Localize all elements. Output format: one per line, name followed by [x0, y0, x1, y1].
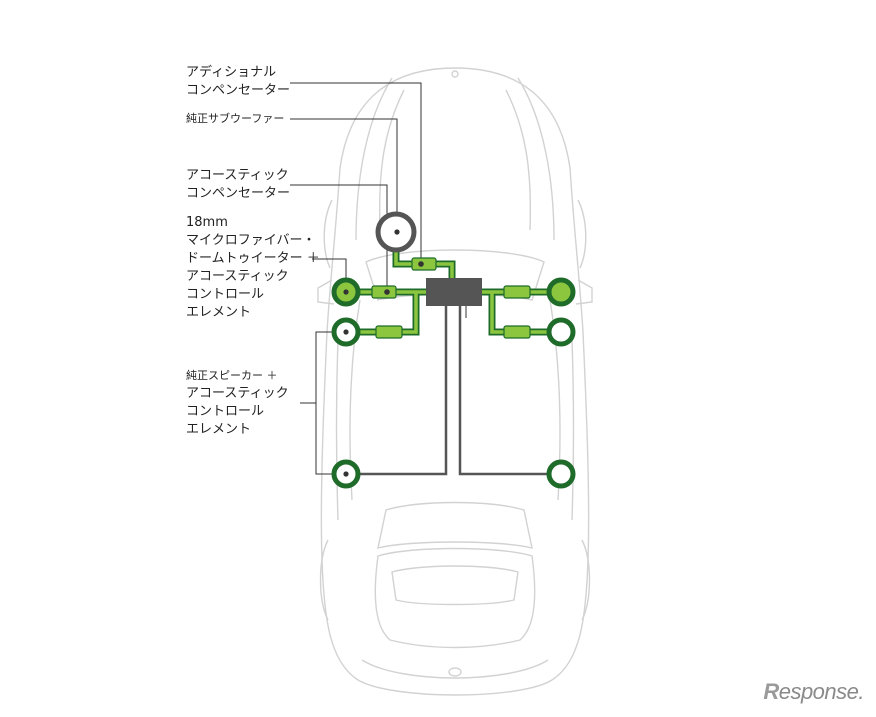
module-dots — [384, 261, 424, 295]
speaker-door-left — [331, 317, 361, 347]
speaker-front-right-tweeter — [546, 277, 576, 307]
label-tweeter-group: 18mm マイクロファイバー・ ドームトゥイーター ＋ アコースティック コント… — [186, 215, 320, 320]
compensator-modules — [371, 257, 531, 339]
mirror-right — [575, 279, 593, 305]
wheel-arch-front-left — [323, 199, 333, 269]
subwoofer-center-dot — [394, 229, 400, 235]
hood-line-left — [355, 77, 393, 241]
trunk-outline — [374, 547, 536, 649]
rear-bumper — [361, 659, 549, 679]
wire-door-right-inner — [490, 292, 551, 334]
leader-acoustic-compensator — [290, 184, 388, 292]
car-body — [320, 67, 590, 696]
cable-rear-left — [357, 305, 448, 476]
door-line-left — [335, 339, 339, 521]
dot-additional-compensator — [418, 261, 424, 267]
hood-emblem — [451, 70, 459, 78]
trunk-inner — [391, 565, 519, 606]
label-speaker-group: 純正スピーカー ＋ アコースティック コントロール エレメント — [186, 369, 289, 437]
mirror-left — [317, 279, 335, 305]
label-acoustic-compensator: アコースティック コンペンセーター — [186, 168, 291, 201]
wheel-arch-rear-left — [319, 539, 329, 621]
label-genuine-subwoofer: 純正サブウーファー — [186, 112, 285, 125]
cable-rear-right — [458, 305, 550, 476]
speaker-cables — [357, 305, 550, 476]
amplifier-unit — [426, 278, 482, 306]
speaker-door-right — [546, 317, 576, 347]
wheel-arch-front-right — [577, 199, 587, 269]
hood-inner-right — [505, 89, 532, 231]
rear-emblem — [448, 667, 462, 677]
compensator-front-right — [503, 285, 531, 299]
hood-line-right — [517, 77, 555, 241]
response-logo: Response. — [763, 679, 864, 704]
rear-window — [377, 501, 533, 549]
door-line-right — [571, 339, 575, 521]
car-outline — [317, 67, 593, 696]
compensator-front-left — [371, 285, 397, 299]
dot-acoustic-compensator — [384, 289, 390, 295]
compensator-door-left — [375, 325, 403, 339]
speaker-front-left-tweeter — [331, 277, 361, 307]
leader-speaker-group — [300, 331, 346, 404]
label-additional-compensator: アディショナル コンペンセーター — [186, 65, 291, 98]
wheel-arch-rear-right — [581, 539, 591, 621]
leader-additional-compensator — [290, 82, 422, 262]
speakers — [331, 277, 576, 489]
genuine-subwoofer — [375, 211, 417, 253]
speaker-rear-left — [331, 459, 361, 489]
leader-genuine-subwoofer — [290, 118, 398, 232]
speaker-rear-right — [546, 459, 576, 489]
hood-inner-left — [378, 89, 405, 231]
additional-compensator-module — [411, 257, 437, 271]
compensator-door-right — [503, 325, 531, 339]
